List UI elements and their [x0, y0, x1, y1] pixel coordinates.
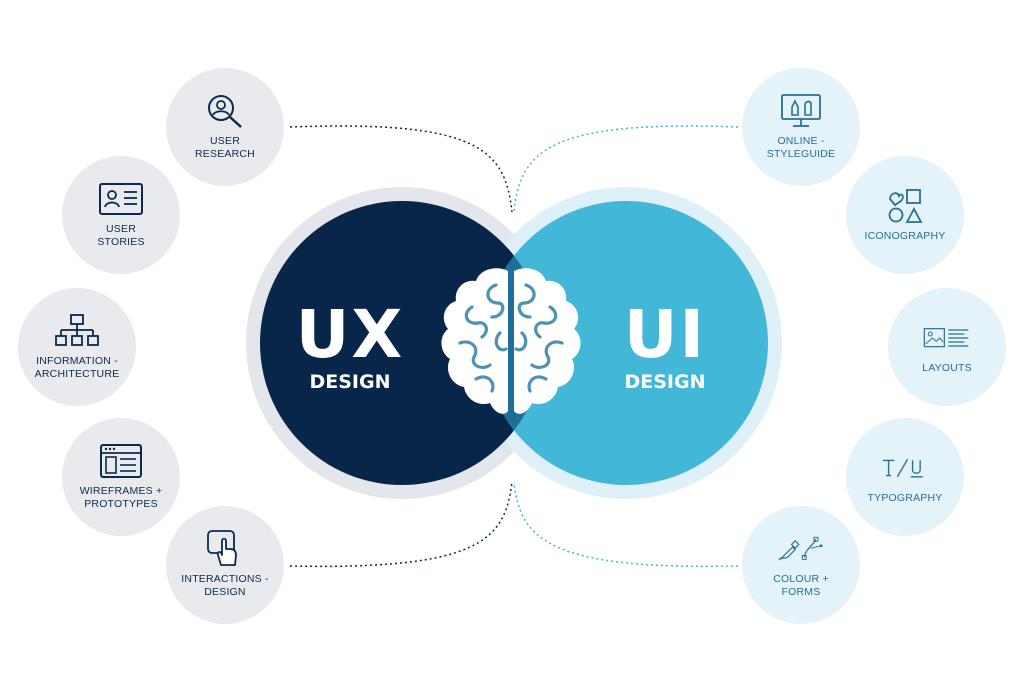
ui-subtitle: DESIGN: [624, 371, 706, 393]
shapes-icon: [881, 188, 929, 224]
layout-image-icon: [923, 320, 971, 356]
topic-label: WIREFRAMES + PROTOTYPES: [79, 485, 163, 510]
tap-hand-icon: [201, 530, 249, 567]
topic-typography[interactable]: TYPOGRAPHY: [846, 418, 964, 536]
topic-user-stories[interactable]: USER STORIES: [62, 156, 180, 274]
topic-label: INTERACTIONS - DESIGN: [181, 573, 269, 598]
topic-iconography[interactable]: ICONOGRAPHY: [846, 156, 964, 274]
monitor-brush-icon: [777, 93, 825, 129]
topic-information-architecture[interactable]: INFORMATION - ARCHITECTURE: [18, 288, 136, 406]
ui-title: UI: [623, 296, 707, 373]
topic-layouts[interactable]: LAYOUTS: [888, 288, 1006, 406]
user-search-icon: [201, 93, 249, 129]
pen-bezier-icon: [777, 531, 825, 567]
topic-label: USER STORIES: [97, 223, 145, 248]
topic-interactions-design[interactable]: INTERACTIONS - DESIGN: [166, 506, 284, 624]
topic-user-research[interactable]: USER RESEARCH: [166, 68, 284, 186]
topic-label: COLOUR + FORMS: [773, 573, 829, 598]
topic-wireframes-prototypes[interactable]: WIREFRAMES + PROTOTYPES: [62, 418, 180, 536]
sitemap-icon: [53, 313, 101, 349]
brain-icon: [441, 268, 581, 414]
profile-card-icon: [97, 181, 145, 217]
browser-window-icon: [97, 443, 145, 479]
topic-label: INFORMATION - ARCHITECTURE: [34, 355, 120, 380]
topic-label: TYPOGRAPHY: [867, 491, 943, 504]
topic-label: LAYOUTS: [922, 361, 972, 374]
connector-ui-top: [513, 125, 739, 213]
connector-ux-bottom: [289, 481, 513, 568]
ux-title: UX: [295, 296, 405, 373]
typography-icon: [881, 450, 929, 486]
topic-colour-forms[interactable]: COLOUR + FORMS: [742, 506, 860, 624]
topic-label: ONLINE - STYLEGUIDE: [766, 135, 836, 160]
topic-label: ICONOGRAPHY: [864, 229, 946, 242]
connector-ux-top: [289, 125, 513, 213]
topic-online-styleguide[interactable]: ONLINE - STYLEGUIDE: [742, 68, 860, 186]
topic-label: USER RESEARCH: [195, 135, 255, 160]
ux-subtitle: DESIGN: [309, 371, 391, 393]
